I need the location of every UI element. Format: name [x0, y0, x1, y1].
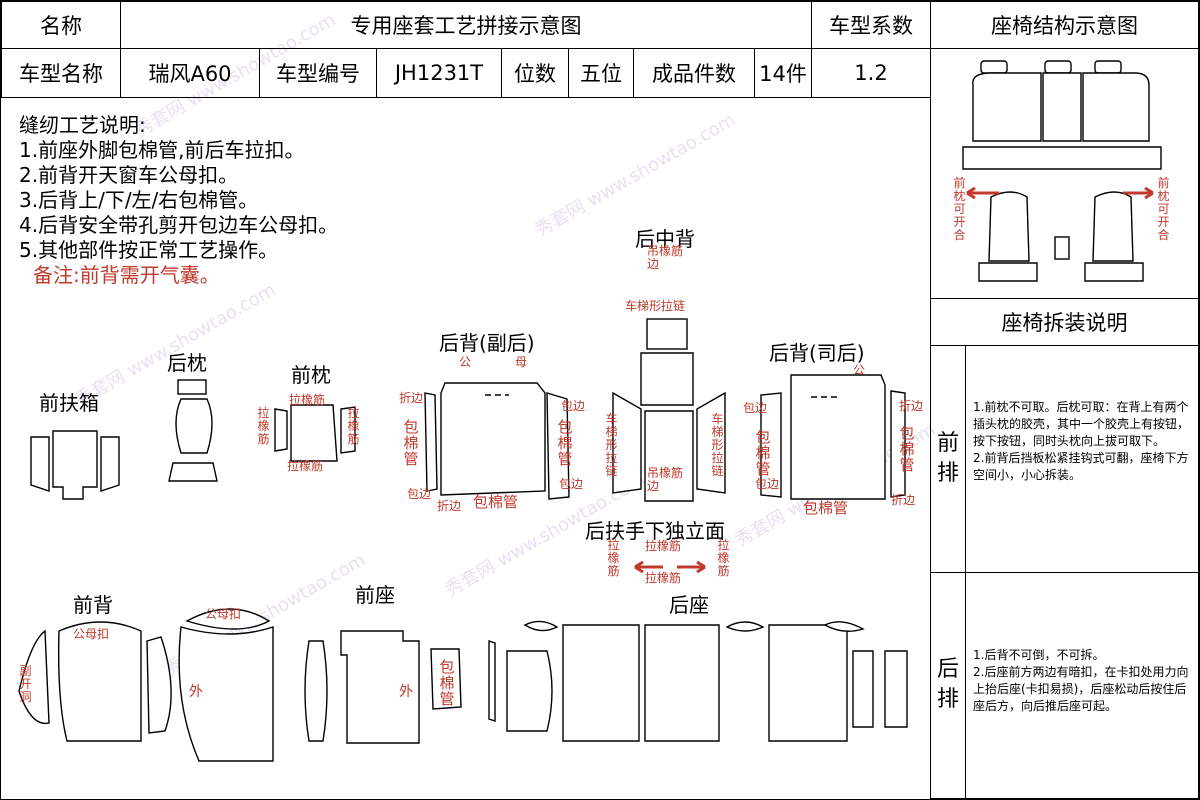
rear-seat-pattern	[488, 620, 908, 742]
page-title: 专用座套工艺拼接示意图	[350, 14, 582, 38]
rear-center-back-pattern	[612, 318, 726, 502]
rear-back-driver-pattern	[760, 374, 906, 500]
rear-row-label: 后排	[936, 657, 959, 712]
annotation-outer: 外	[399, 684, 413, 700]
annotation-fold-edge: 折边	[399, 391, 424, 405]
sewing-step: 3.后背上/下/左/右包棉管。	[19, 188, 259, 212]
annotation-pull-elastic: 拉橡筋	[717, 538, 730, 578]
label-front-armrest: 前扶箱	[39, 391, 99, 415]
rear-row-instructions: 1.后背不可倒，不可拆。 2.后座前方两边有暗扣，在卡扣处用力向上抬后座(卡扣易…	[973, 648, 1189, 713]
annotation-outer: 外	[189, 684, 203, 700]
annotation-edge: 包边	[755, 477, 780, 491]
disassembly-title: 座椅拆装说明	[1001, 311, 1128, 335]
annotation-trapezoid-zipper: 车梯形拉链	[625, 299, 686, 313]
annotation-cotton-tube: 包棉管	[899, 424, 915, 474]
annotation-pull-elastic: 拉橡筋	[287, 459, 324, 473]
structure-note-right: 前枕可开合	[1157, 176, 1170, 242]
sewing-instructions: 缝纫工艺说明: 1.前座外脚包棉管,前后车拉扣。 2.前背开天窗车公母扣。 3.…	[19, 113, 338, 288]
annotation-hang-elastic-edge: 吊橡筋边	[647, 244, 684, 271]
label-front-back: 前背	[73, 593, 113, 617]
coef-value-cell: 1.2	[811, 48, 931, 98]
annotation-edge: 包边	[743, 401, 768, 415]
annotation-fold-edge: 折边	[899, 399, 924, 413]
name-label: 名称	[40, 14, 82, 38]
model-label: 车型名称	[19, 62, 103, 86]
label-rear-armrest-panel: 后扶手下独立面	[585, 519, 725, 543]
sewing-step: 1.前座外脚包棉管,前后车拉扣。	[19, 138, 305, 162]
annotation-cotton-tube: 包棉管	[403, 418, 419, 468]
label-rear-pillow: 后枕	[167, 351, 207, 375]
coef-label-cell: 车型系数	[811, 1, 931, 49]
seats-label: 位数	[514, 62, 556, 86]
annotation-fold-edge: 折边	[891, 493, 916, 507]
sewing-remark: 备注:前背需开气囊。	[33, 263, 220, 287]
pieces-label-cell: 成品件数	[633, 48, 755, 98]
code-value-cell: JH1231T	[376, 48, 502, 98]
annotation-edge: 包边	[561, 399, 586, 413]
coef-value: 1.2	[854, 61, 888, 85]
annotation-female: 母	[515, 355, 528, 369]
annotation-edge: 包边	[559, 477, 584, 491]
model-label-cell: 车型名称	[1, 48, 121, 98]
sewing-step: 5.其他部件按正常工艺操作。	[19, 238, 279, 262]
annotation-edge: 包边	[407, 487, 432, 501]
label-rear-back-driver: 后背(司后)	[769, 341, 865, 365]
sewing-step: 4.后背安全带孔剪开包边车公母扣。	[19, 213, 339, 237]
annotation-pull-elastic: 拉橡筋	[257, 406, 270, 446]
pieces-label: 成品件数	[652, 62, 736, 86]
code-label: 车型编号	[276, 62, 360, 86]
annotation-male-female: 公母扣	[73, 627, 110, 641]
rear-back-passenger-pattern	[424, 382, 570, 500]
rear-row-text-cell	[965, 572, 1199, 799]
model-value: 瑞风A60	[148, 62, 232, 86]
annotation-trapezoid-zipper: 车梯形拉链	[605, 412, 618, 478]
front-back-pattern	[18, 608, 274, 762]
model-value-cell: 瑞风A60	[120, 48, 260, 98]
annotation-fold: 折边	[437, 499, 462, 513]
annotation-trapezoid-zipper: 车梯形拉链	[711, 412, 724, 478]
front-row-instructions: 1.前枕不可取。后枕可取：在背上有两个插头枕的胶壳，其中一个胶壳上有按钮，按下按…	[973, 400, 1190, 482]
seat-structure-diagram	[962, 60, 1162, 282]
label-rear-back-passenger: 后背(副后)	[439, 331, 535, 355]
annotation-pull-elastic: 拉橡筋	[607, 538, 620, 578]
seats-value: 五位	[580, 62, 622, 86]
front-armrest-pattern	[30, 430, 120, 500]
struct-title: 座椅结构示意图	[991, 14, 1138, 38]
annotation-hang-elastic-edge: 吊橡筋边	[647, 466, 684, 493]
annotation-pull-elastic: 拉橡筋	[289, 393, 326, 407]
annotation-pull-elastic: 拉橡筋	[645, 571, 682, 585]
front-row-label: 前排	[936, 431, 959, 486]
label-rear-seat: 后座	[669, 593, 709, 617]
front-pillow-pattern	[274, 404, 356, 462]
rear-pillow-pattern	[168, 379, 218, 482]
seats-label-cell: 位数	[501, 48, 569, 98]
annotation-male: 公	[853, 363, 866, 377]
annotation-cotton-tube: 包棉管	[557, 418, 573, 468]
sewing-step: 2.前背开天窗车公母扣。	[19, 163, 239, 187]
pieces-value: 14件	[759, 62, 807, 86]
annotation-male-female: 公母扣	[205, 607, 242, 621]
label-front-pillow: 前枕	[291, 363, 331, 387]
code-value: JH1231T	[394, 61, 484, 85]
annotation-cotton-tube: 包棉管	[755, 428, 771, 478]
annotation-cotton-tube: 包棉管	[439, 658, 455, 708]
annotation-male: 公	[459, 355, 472, 369]
sewing-heading: 缝纫工艺说明:	[19, 113, 146, 137]
annotation-cotton-tube: 包棉管	[803, 499, 849, 517]
annotation-cotton-tube: 包棉管	[473, 493, 519, 511]
annotation-pull-elastic: 拉橡筋	[645, 539, 682, 553]
annotation-pull-elastic: 拉橡筋	[347, 406, 360, 446]
annotation-airbag-hole: 副开洞	[19, 664, 32, 704]
coef-label: 车型系数	[829, 14, 913, 38]
label-front-seat: 前座	[355, 583, 395, 607]
structure-note-left: 前枕可开合	[953, 176, 966, 242]
label-rear-center-back: 后中背	[635, 227, 695, 251]
code-label-cell: 车型编号	[259, 48, 377, 98]
front-seat-pattern	[304, 630, 462, 744]
rear-armrest-arrows	[634, 560, 706, 574]
